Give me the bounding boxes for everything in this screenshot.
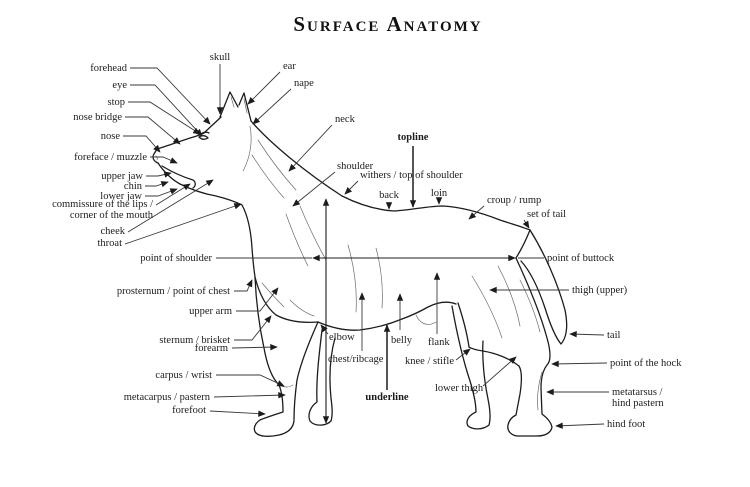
leader-knee-stifle	[455, 348, 471, 361]
label-tail: tail	[607, 330, 620, 341]
label-flank: flank	[428, 337, 450, 348]
leader-cheek	[127, 179, 214, 233]
leader-point-of-the-hock	[551, 360, 608, 368]
label-point-of-the-hock: point of the hock	[610, 358, 682, 369]
label-lower-thigh: lower thigh	[435, 383, 484, 394]
label-eye: eye	[112, 80, 127, 91]
label-underline: underline	[365, 392, 409, 403]
label-commissure-of-lips: commissure of the lips /corner of the mo…	[52, 199, 154, 221]
label-forearm: forearm	[195, 343, 228, 354]
dog-illustration	[152, 91, 568, 437]
leader-upper-jaw	[146, 171, 172, 178]
leader-shoulder	[292, 171, 336, 207]
leader-metacarpus-pastern	[213, 391, 286, 399]
leader-throat	[124, 203, 242, 245]
label-elbow: elbow	[329, 332, 355, 343]
label-loin: loin	[431, 188, 448, 199]
leader-forefoot	[209, 410, 266, 417]
label-knee-stifle: knee / stifle	[405, 356, 454, 367]
label-set-of-tail: set of tail	[527, 209, 566, 220]
leader-foreface-muzzle	[150, 156, 178, 164]
leader-elbow	[320, 324, 329, 335]
label-sternum-brisket: sternum / brisket	[159, 335, 230, 346]
label-nape: nape	[294, 78, 314, 89]
leader-prosternum-point-of-chest	[234, 279, 253, 292]
label-prosternum-point-of-chest: prosternum / point of chest	[117, 286, 230, 297]
label-chest-ribcage: chest/ribcage	[328, 354, 384, 365]
label-stop: stop	[107, 97, 125, 108]
leader-commissure-of-lips	[155, 183, 191, 206]
label-foreface-muzzle: foreface / muzzle	[74, 152, 147, 163]
leader-croup-rump	[468, 205, 485, 220]
label-carpus-wrist: carpus / wrist	[155, 370, 212, 381]
leader-chin	[145, 181, 169, 188]
leader-withers-top-of-shoulder	[344, 180, 359, 195]
label-hind-foot: hind foot	[607, 419, 645, 430]
label-thigh-upper: thigh (upper)	[572, 285, 628, 296]
leader-nose-bridge	[125, 116, 181, 145]
leader-eye	[130, 84, 203, 137]
label-upper-jaw: upper jaw	[101, 171, 143, 182]
page-title: Surface Anatomy	[293, 12, 482, 36]
leader-upper-arm	[236, 287, 279, 312]
label-back: back	[379, 190, 400, 201]
leader-lower-jaw	[145, 188, 178, 197]
leader-ear	[247, 71, 281, 105]
label-withers-top-of-shoulder: withers / top of shoulder	[360, 170, 463, 181]
label-lower-jaw: lower jaw	[100, 191, 142, 202]
label-metacarpus-pastern: metacarpus / pastern	[124, 392, 211, 403]
label-nose: nose	[101, 131, 121, 142]
label-point-of-shoulder: point of shoulder	[140, 253, 212, 264]
label-forefoot: forefoot	[172, 405, 206, 416]
label-upper-arm: upper arm	[189, 306, 232, 317]
leader-lower-thigh	[482, 356, 517, 387]
label-shoulder: shoulder	[337, 161, 374, 172]
label-throat: throat	[98, 238, 123, 249]
leader-hind-foot	[555, 422, 605, 429]
leader-sternum-brisket	[234, 315, 272, 341]
leader-stop	[128, 101, 201, 135]
leader-nose	[123, 135, 161, 153]
label-cheek: cheek	[101, 226, 126, 237]
label-forehead: forehead	[90, 63, 127, 74]
leader-nape	[252, 88, 292, 125]
leader-tail	[569, 330, 605, 338]
leader-carpus-wrist	[216, 374, 285, 387]
leader-forearm	[231, 343, 278, 351]
leader-forehead	[130, 67, 211, 125]
label-croup-rump: croup / rump	[487, 195, 541, 206]
leader-neck	[288, 124, 333, 172]
label-metatarsus-hind-pastern: metatarsus /hind pastern	[612, 387, 664, 409]
label-skull: skull	[210, 52, 231, 63]
label-nose-bridge: nose bridge	[73, 112, 122, 123]
label-chin: chin	[124, 181, 143, 192]
leader-set-of-tail	[522, 219, 530, 229]
label-neck: neck	[335, 114, 356, 125]
label-point-of-buttock: point of buttock	[547, 253, 615, 264]
label-ear: ear	[283, 61, 296, 72]
label-topline: topline	[398, 132, 429, 143]
label-belly: belly	[391, 335, 413, 346]
